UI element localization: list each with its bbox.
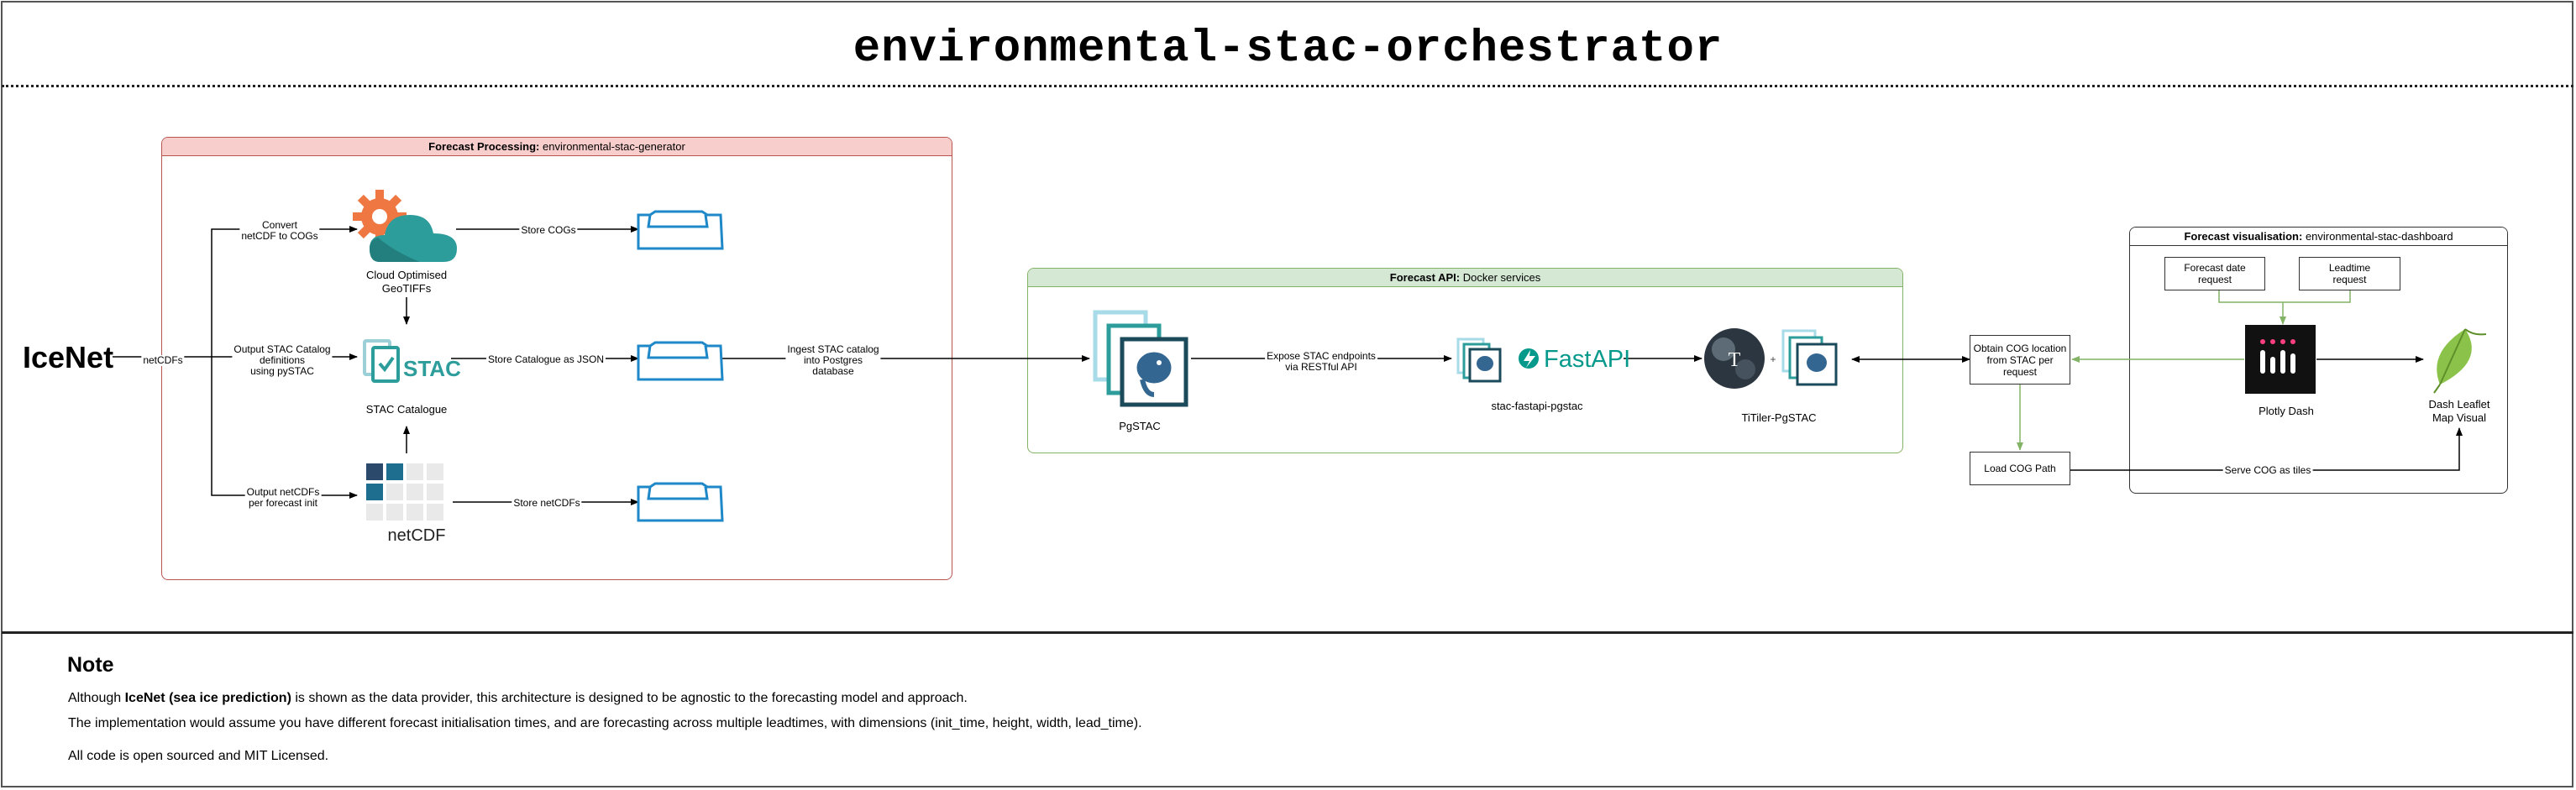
edge-label-expose: Expose STAC endpoints via RESTful API: [1265, 350, 1377, 373]
cloud-icon: [370, 215, 457, 262]
edge-label-output-stac: Output STAC Catalog definitions using py…: [232, 343, 333, 377]
plotly-logo-icon: [2245, 325, 2316, 394]
api-group: Forecast API: Docker services: [1027, 268, 1903, 453]
cog-caption: Cloud Optimised GeoTIFFs: [365, 269, 448, 295]
note-divider: [2, 631, 2573, 634]
leadtime-request-box: Leadtime request: [2299, 257, 2400, 290]
visualisation-header-bold: Forecast visualisation:: [2184, 230, 2303, 243]
plotly-caption: Plotly Dash: [2259, 405, 2314, 417]
obtain-cog-location-box: Obtain COG location from STAC per reques…: [1970, 335, 2070, 385]
edge-label-serve-cog: Serve COG as tiles: [2222, 464, 2313, 476]
storage-tray-json: [637, 341, 724, 381]
note-line-1-post: is shown as the data provider, this arch…: [291, 691, 968, 705]
plus-sign: +: [1770, 353, 1776, 365]
api-header-bold: Forecast API:: [1389, 271, 1461, 284]
api-header-text: Docker services: [1462, 271, 1541, 284]
leaflet-caption: Dash Leaflet Map Visual: [2428, 398, 2490, 424]
storage-tray-cogs: [637, 210, 724, 250]
processing-header-text: environmental-stac-generator: [543, 140, 685, 153]
leaflet-logo-icon: [2433, 328, 2487, 394]
visualisation-header-text: environmental-stac-dashboard: [2305, 230, 2453, 243]
postgres-elephant-icon: [1093, 310, 1188, 407]
edge-label-output-netcdfs: Output netCDFs per forecast init: [244, 486, 322, 509]
note-line-2: The implementation would assume you have…: [68, 716, 1142, 730]
forecast-date-request-box: Forecast date request: [2164, 257, 2265, 290]
note-line-1: Although IceNet (sea ice prediction) is …: [68, 691, 968, 706]
provider-icenet: IceNet: [23, 340, 114, 374]
visualisation-group: Forecast visualisation: environmental-st…: [2129, 227, 2508, 494]
edge-label-store-netcdfs: Store netCDFs: [512, 497, 582, 509]
edge-label-netcdfs: netCDFs: [141, 354, 185, 366]
note-line-1-bold: IceNet (sea ice prediction): [124, 691, 291, 705]
processing-header-bold: Forecast Processing:: [428, 140, 540, 153]
processing-header: Forecast Processing: environmental-stac-…: [162, 138, 952, 156]
stac-caption: STAC Catalogue: [365, 403, 448, 416]
edge-label-ingest: Ingest STAC catalog into Postgres databa…: [785, 343, 881, 377]
visualisation-header: Forecast visualisation: environmental-st…: [2130, 228, 2507, 246]
edge-label-convert: Convert netCDF to COGs: [239, 219, 320, 242]
netcdf-logo-text: netCDF: [388, 526, 446, 545]
page-title: environmental-stac-orchestrator: [853, 24, 1723, 75]
fastapi-logo-text: FastAPI: [1544, 346, 1630, 373]
fastapi-logo-icon: FastAPI: [1456, 337, 1630, 383]
load-cog-path-box: Load COG Path: [1970, 452, 2070, 485]
stac-logo-icon: STAC: [363, 339, 461, 383]
title-divider: [2, 85, 2573, 87]
fastapi-caption: stac-fastapi-pgstac: [1491, 400, 1583, 412]
note-line-1-pre: Although: [68, 691, 125, 705]
titiler-caption: TiTiler-PgSTAC: [1741, 411, 1817, 424]
note-line-3: All code is open sourced and MIT License…: [68, 749, 329, 763]
storage-tray-netcdfs: [637, 482, 724, 522]
stac-logo-text: STAC: [403, 356, 461, 381]
api-header: Forecast API: Docker services: [1028, 269, 1902, 287]
cog-icon: [353, 190, 457, 262]
svg-text:T: T: [1729, 349, 1741, 371]
request-connectors: [2017, 290, 2351, 451]
note-heading: Note: [67, 653, 114, 677]
pgstac-caption: PgSTAC: [1119, 420, 1161, 432]
titiler-logo-icon: T +: [1704, 328, 1838, 389]
netcdf-grid-icon: netCDF: [366, 463, 445, 545]
edge-label-store-cogs: Store COGs: [519, 224, 578, 236]
edge-label-store-json: Store Catalogue as JSON: [485, 353, 606, 365]
